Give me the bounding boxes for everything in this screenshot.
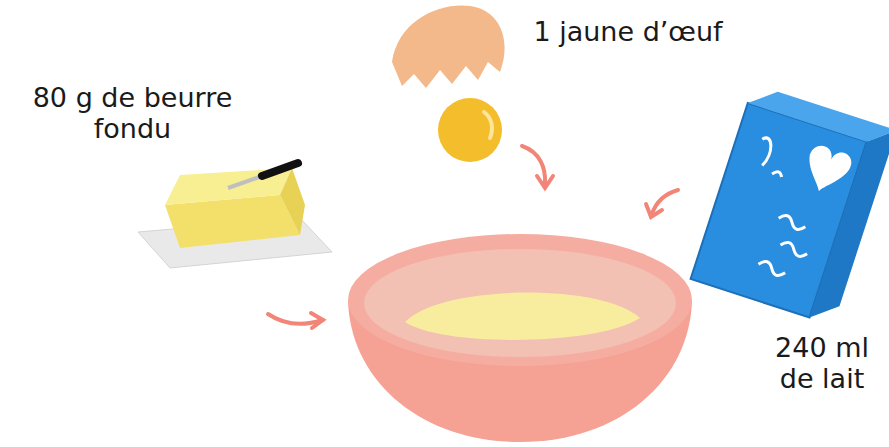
pour-arrows (268, 146, 678, 328)
milk-carton (691, 84, 889, 325)
flour (405, 293, 640, 340)
egg-shell (392, 5, 505, 88)
bowl-inside (364, 249, 676, 357)
bowl-rim (348, 234, 692, 366)
egg-yolk (438, 98, 502, 162)
knife-handle (262, 163, 298, 176)
knife-blade (228, 176, 262, 188)
ingredient-label: 80 g de beurre fondu (20, 82, 245, 144)
ingredient-label: 1 jaune d’œuf (508, 16, 748, 47)
ingredient-label: 240 ml de lait (760, 332, 884, 394)
yolk-highlight (484, 112, 492, 138)
butter-side (280, 168, 305, 235)
